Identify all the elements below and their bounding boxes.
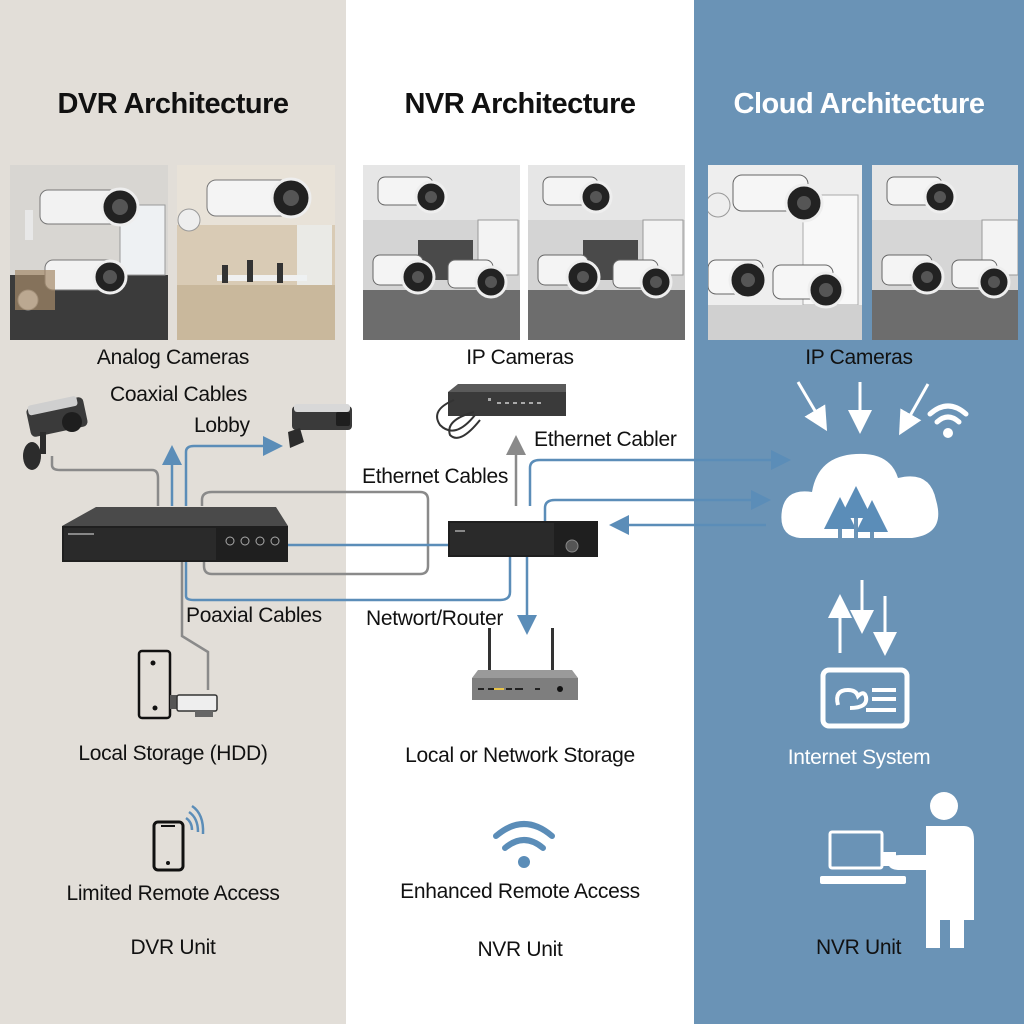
cloud-title: Cloud Architecture xyxy=(733,88,985,120)
camera-photo-icon xyxy=(363,165,520,340)
nvr-cameras-label: IP Cameras xyxy=(466,346,574,369)
nvr-camera-photo-2 xyxy=(528,165,685,340)
dvr-unit-label: DVR Unit xyxy=(130,936,216,959)
nvr-camera-photo-1 xyxy=(363,165,520,340)
cloud-camera-photo-2 xyxy=(872,165,1018,340)
dvr-title: DVR Architecture xyxy=(57,88,289,120)
nvr-cable-label-alt: Ethernet Cabler xyxy=(534,428,677,451)
dvr-lower-cable-label: Poaxial Cables xyxy=(186,604,322,627)
camera-photo-icon xyxy=(10,165,168,340)
dvr-remote-label: Limited Remote Access xyxy=(66,882,280,905)
cloud-system-label: Internet System xyxy=(787,746,931,769)
dvr-camera-photo-2 xyxy=(177,165,335,340)
dvr-cable-label: Coaxial Cables xyxy=(110,383,248,406)
camera-photo-icon xyxy=(708,165,862,340)
cloud-cameras-label: IP Cameras xyxy=(805,346,913,369)
nvr-remote-label: Enhanced Remote Access xyxy=(400,880,640,903)
camera-photo-icon xyxy=(177,165,335,340)
cloud-unit-label: NVR Unit xyxy=(816,936,902,959)
dvr-cameras-label: Analog Cameras xyxy=(96,346,250,369)
dvr-camera-photo-1 xyxy=(10,165,168,340)
dvr-storage-label: Local Storage (HDD) xyxy=(78,742,268,765)
nvr-column: NVR Architecture IP Cameras Ethernet Cab… xyxy=(346,0,694,1024)
camera-photo-icon xyxy=(872,165,1018,340)
cloud-camera-photo-1 xyxy=(708,165,862,340)
nvr-router-label: Networt/Router xyxy=(366,607,504,630)
dvr-location-label: Lobby xyxy=(194,414,250,437)
camera-photo-icon xyxy=(528,165,685,340)
dvr-column: DVR Architecture Analog Cameras Coaxial … xyxy=(0,0,346,1024)
nvr-unit-label: NVR Unit xyxy=(477,938,563,961)
nvr-title: NVR Architecture xyxy=(404,88,636,120)
nvr-cable-label: Ethernet Cables xyxy=(362,465,509,488)
cloud-column: Cloud Architecture IP Cameras Internet S… xyxy=(694,0,1024,1024)
nvr-storage-label: Local or Network Storage xyxy=(405,744,635,767)
